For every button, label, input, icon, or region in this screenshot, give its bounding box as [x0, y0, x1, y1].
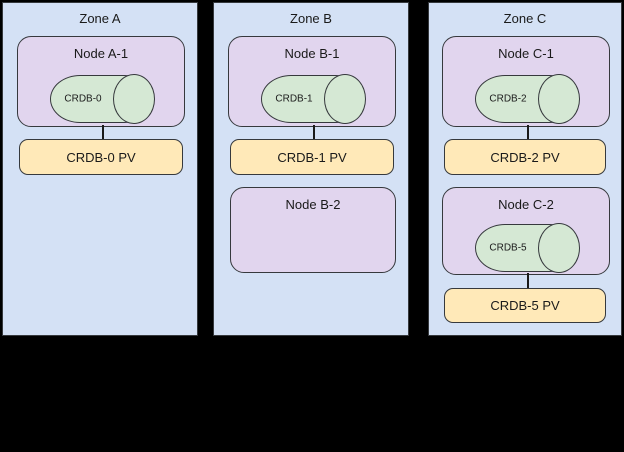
zone-b[interactable]: Zone B Node B-1 CRDB-1 CRDB-1 PV Node B-… — [213, 2, 409, 336]
pv-crdb-2-label: CRDB-2 PV — [490, 149, 560, 165]
pod-crdb-2[interactable]: CRDB-2 — [475, 74, 580, 124]
node-c-2-title: Node C-2 — [498, 197, 554, 212]
node-a-1-title: Node A-1 — [73, 46, 129, 61]
zone-b-title: Zone B — [290, 11, 332, 26]
cylinder-cap-icon — [113, 74, 155, 124]
cylinder-cap-icon — [538, 223, 580, 273]
pod-crdb-1[interactable]: CRDB-1 — [261, 74, 366, 124]
node-b-2[interactable]: Node B-2 — [230, 187, 396, 273]
cylinder-cap-icon — [324, 74, 366, 124]
connector-crdb-5 — [527, 273, 529, 288]
pod-crdb-5[interactable]: CRDB-5 — [475, 223, 580, 273]
pv-crdb-0[interactable]: CRDB-0 PV — [19, 139, 183, 175]
zone-c-title: Zone C — [503, 11, 547, 26]
connector-crdb-0 — [102, 125, 104, 139]
node-b-2-title: Node B-2 — [285, 197, 341, 212]
zone-c[interactable]: Zone C Node C-1 CRDB-2 CRDB-2 PV Node C-… — [428, 2, 622, 336]
zone-a-title: Zone A — [79, 11, 121, 26]
pv-crdb-5[interactable]: CRDB-5 PV — [444, 288, 606, 323]
pv-crdb-2[interactable]: CRDB-2 PV — [444, 139, 606, 175]
node-c-1[interactable]: Node C-1 CRDB-2 — [442, 36, 610, 127]
connector-crdb-1 — [313, 125, 315, 139]
node-b-1[interactable]: Node B-1 CRDB-1 — [228, 36, 396, 127]
node-a-1[interactable]: Node A-1 CRDB-0 — [17, 36, 185, 127]
node-c-1-title: Node C-1 — [498, 46, 554, 61]
pod-crdb-5-label: CRDB-5 — [489, 242, 527, 254]
cylinder-cap-icon — [538, 74, 580, 124]
node-c-2[interactable]: Node C-2 CRDB-5 — [442, 187, 610, 275]
pv-crdb-0-label: CRDB-0 PV — [66, 149, 136, 165]
pod-crdb-0-label: CRDB-0 — [64, 93, 102, 105]
pv-crdb-1[interactable]: CRDB-1 PV — [230, 139, 394, 175]
node-b-1-title: Node B-1 — [284, 46, 340, 61]
pod-crdb-2-label: CRDB-2 — [489, 93, 527, 105]
connector-crdb-2 — [527, 125, 529, 139]
pv-crdb-1-label: CRDB-1 PV — [277, 149, 347, 165]
zone-a[interactable]: Zone A Node A-1 CRDB-0 CRDB-0 PV — [2, 2, 198, 336]
pv-crdb-5-label: CRDB-5 PV — [490, 298, 560, 313]
pod-crdb-0[interactable]: CRDB-0 — [50, 74, 155, 124]
pod-crdb-1-label: CRDB-1 — [275, 93, 313, 105]
